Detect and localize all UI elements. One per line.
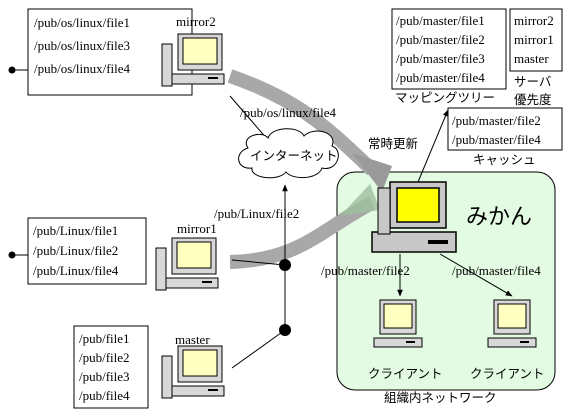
client-computer-icon xyxy=(373,299,423,348)
link-master-node xyxy=(231,329,286,369)
flow-arrowhead xyxy=(352,153,392,192)
file-item: /pub/Linux/file4 xyxy=(33,263,119,278)
file-item: /pub/file4 xyxy=(79,388,130,403)
link-mirror1-node xyxy=(231,259,286,266)
server-priority-item: mirror1 xyxy=(514,32,554,47)
master-computer-icon xyxy=(161,345,225,399)
server-priority-item: mirror2 xyxy=(514,13,554,28)
organization-network-label: 組織内ネットワーク xyxy=(384,390,497,405)
client-label: クライアント xyxy=(368,366,443,381)
file-item: /pub/os/linux/file1 xyxy=(34,15,130,30)
internet-label: インターネット xyxy=(250,148,338,163)
junction-node xyxy=(279,259,291,271)
cache-caption: キャッシュ xyxy=(473,152,536,167)
mapping-tree-table: /pub/master/file1 /pub/master/file2 /pub… xyxy=(391,8,563,107)
mapping-path: /pub/master/file4 xyxy=(396,70,485,85)
server-priority-item: master xyxy=(514,51,549,66)
mapping-tree-caption: マッピングツリー xyxy=(395,90,495,105)
mirror2-flow-file: /pub/os/linux/file4 xyxy=(240,105,337,120)
file-item: /pub/Linux/file1 xyxy=(33,223,118,238)
file-item: /pub/Linux/file2 xyxy=(33,243,118,258)
update-arrow xyxy=(417,109,449,183)
file-item: /pub/file1 xyxy=(79,331,130,346)
master-files-box: /pub/file1 /pub/file2 /pub/file3 /pub/fi… xyxy=(73,325,149,409)
client-label: クライアント xyxy=(470,366,545,381)
mirror1-computer-icon xyxy=(155,237,219,291)
server-caption: サーバ xyxy=(514,74,551,89)
internet-cloud-icon xyxy=(238,128,339,179)
cache-item: /pub/master/file2 xyxy=(452,113,541,128)
client2-flow-file: /pub/master/file4 xyxy=(452,263,541,278)
mapping-path: /pub/master/file1 xyxy=(396,13,485,28)
file-item: /pub/os/linux/file3 xyxy=(34,38,130,53)
junction-node xyxy=(279,324,291,336)
mikan-label: みかん xyxy=(466,205,532,230)
update-label: 常時更新 xyxy=(368,136,418,151)
client1-flow-file: /pub/master/file2 xyxy=(321,263,410,278)
mapping-path: /pub/master/file2 xyxy=(396,32,485,47)
file-item: /pub/file3 xyxy=(79,369,130,384)
cache-table: /pub/master/file2 /pub/master/file4 キャッシ… xyxy=(447,107,563,167)
mirror1-files-box: /pub/Linux/file1 /pub/Linux/file2 /pub/L… xyxy=(8,217,147,285)
client-computer-icon xyxy=(487,299,537,348)
link-mikan-client2 xyxy=(439,253,513,297)
flow-arrowhead-2 xyxy=(340,184,380,216)
master-label: master xyxy=(175,332,210,347)
file-item: /pub/os/linux/file4 xyxy=(34,61,131,76)
mirror1-flow-file: /pub/Linux/file2 xyxy=(214,206,299,221)
file-item: /pub/file2 xyxy=(79,350,130,365)
mikan-server-icon xyxy=(371,181,457,253)
mirror1-label: mirror1 xyxy=(177,221,217,236)
mapping-path: /pub/master/file3 xyxy=(396,51,485,66)
mirror2-label: mirror2 xyxy=(176,14,216,29)
priority-caption: 優先度 xyxy=(514,92,552,107)
cache-item: /pub/master/file4 xyxy=(452,132,541,147)
link-mirror2-internet xyxy=(229,95,269,141)
